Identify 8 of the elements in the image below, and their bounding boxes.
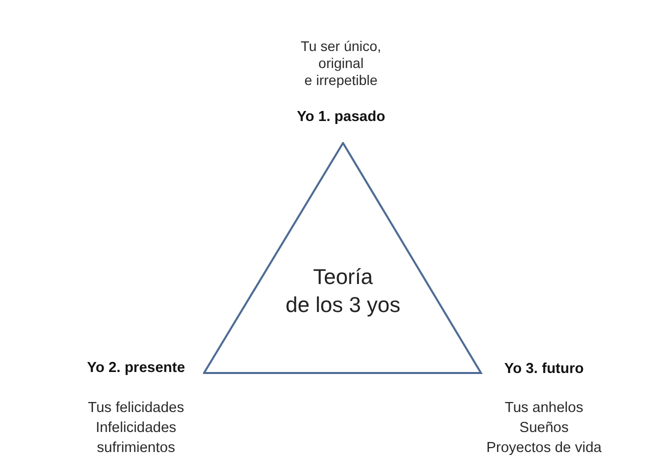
triangle	[203, 142, 483, 374]
description-text: Tu ser único, original e irrepetible	[300, 38, 382, 89]
center-title: Teoría de los 3 yos	[286, 264, 400, 319]
description-text: Tus anhelos Sueños Proyectos de vida	[486, 399, 602, 458]
description-text: Tus felicidades Infelicidades sufrimientos	[88, 399, 184, 458]
vertex-label: Yo 1. pasado	[296, 108, 386, 126]
vertex-label: Yo 2. presente	[86, 359, 186, 377]
vertex-label: Yo 3. futuro	[504, 360, 584, 378]
